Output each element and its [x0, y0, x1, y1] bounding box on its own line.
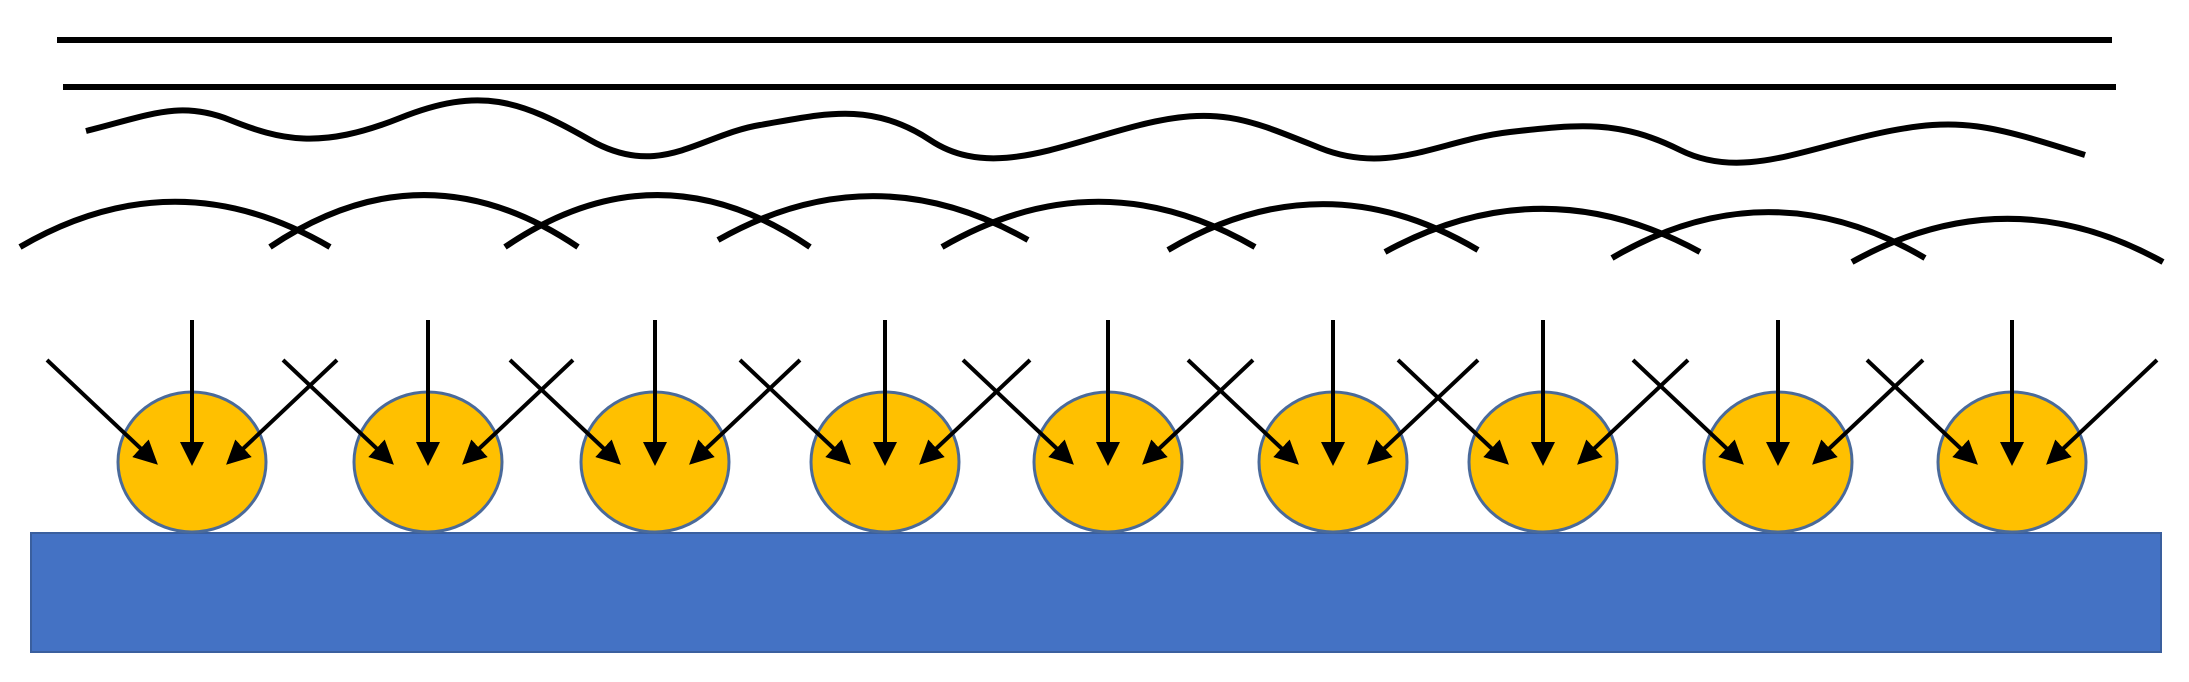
- arrow-right-diagonal-4: [919, 358, 1032, 465]
- arrow-left-diagonal-2: [281, 358, 394, 465]
- arrow-left-diagonal-9: [1865, 358, 1978, 465]
- arc-1: [18, 198, 332, 250]
- arc-5: [940, 198, 1257, 250]
- arc-3: [503, 192, 812, 250]
- arc-2: [268, 192, 580, 250]
- arc-8: [1610, 209, 1927, 261]
- arrow-left-diagonal-8: [1631, 358, 1744, 465]
- arrow-right-diagonal-9: [2046, 358, 2159, 465]
- arrow-left-diagonal-3: [508, 358, 621, 465]
- arrow-left-diagonal-4: [738, 358, 851, 465]
- arrow-right-diagonal-5: [1142, 358, 1255, 465]
- arrow-right-diagonal-7: [1577, 358, 1690, 465]
- arrow-right-diagonal-6: [1367, 358, 1480, 465]
- arrow-right-diagonal-1: [226, 358, 339, 465]
- arrow-left-diagonal-5: [961, 358, 1074, 465]
- arrow-right-diagonal-3: [689, 358, 802, 465]
- arc-7: [1383, 205, 1702, 255]
- arrow-left-diagonal-7: [1396, 358, 1509, 465]
- arrow-rays: [45, 320, 2159, 466]
- arrow-right-diagonal-2: [462, 358, 575, 465]
- arc-9: [1850, 215, 2165, 265]
- arc-4: [716, 193, 1030, 243]
- arc-row: [18, 192, 2165, 265]
- particle-row: [116, 390, 2088, 534]
- wavy-line: [85, 97, 2086, 166]
- substrate: [30, 532, 2162, 653]
- arrow-right-diagonal-8: [1812, 358, 1925, 465]
- arrow-left-diagonal-1: [45, 358, 158, 465]
- arrow-left-diagonal-6: [1186, 358, 1299, 465]
